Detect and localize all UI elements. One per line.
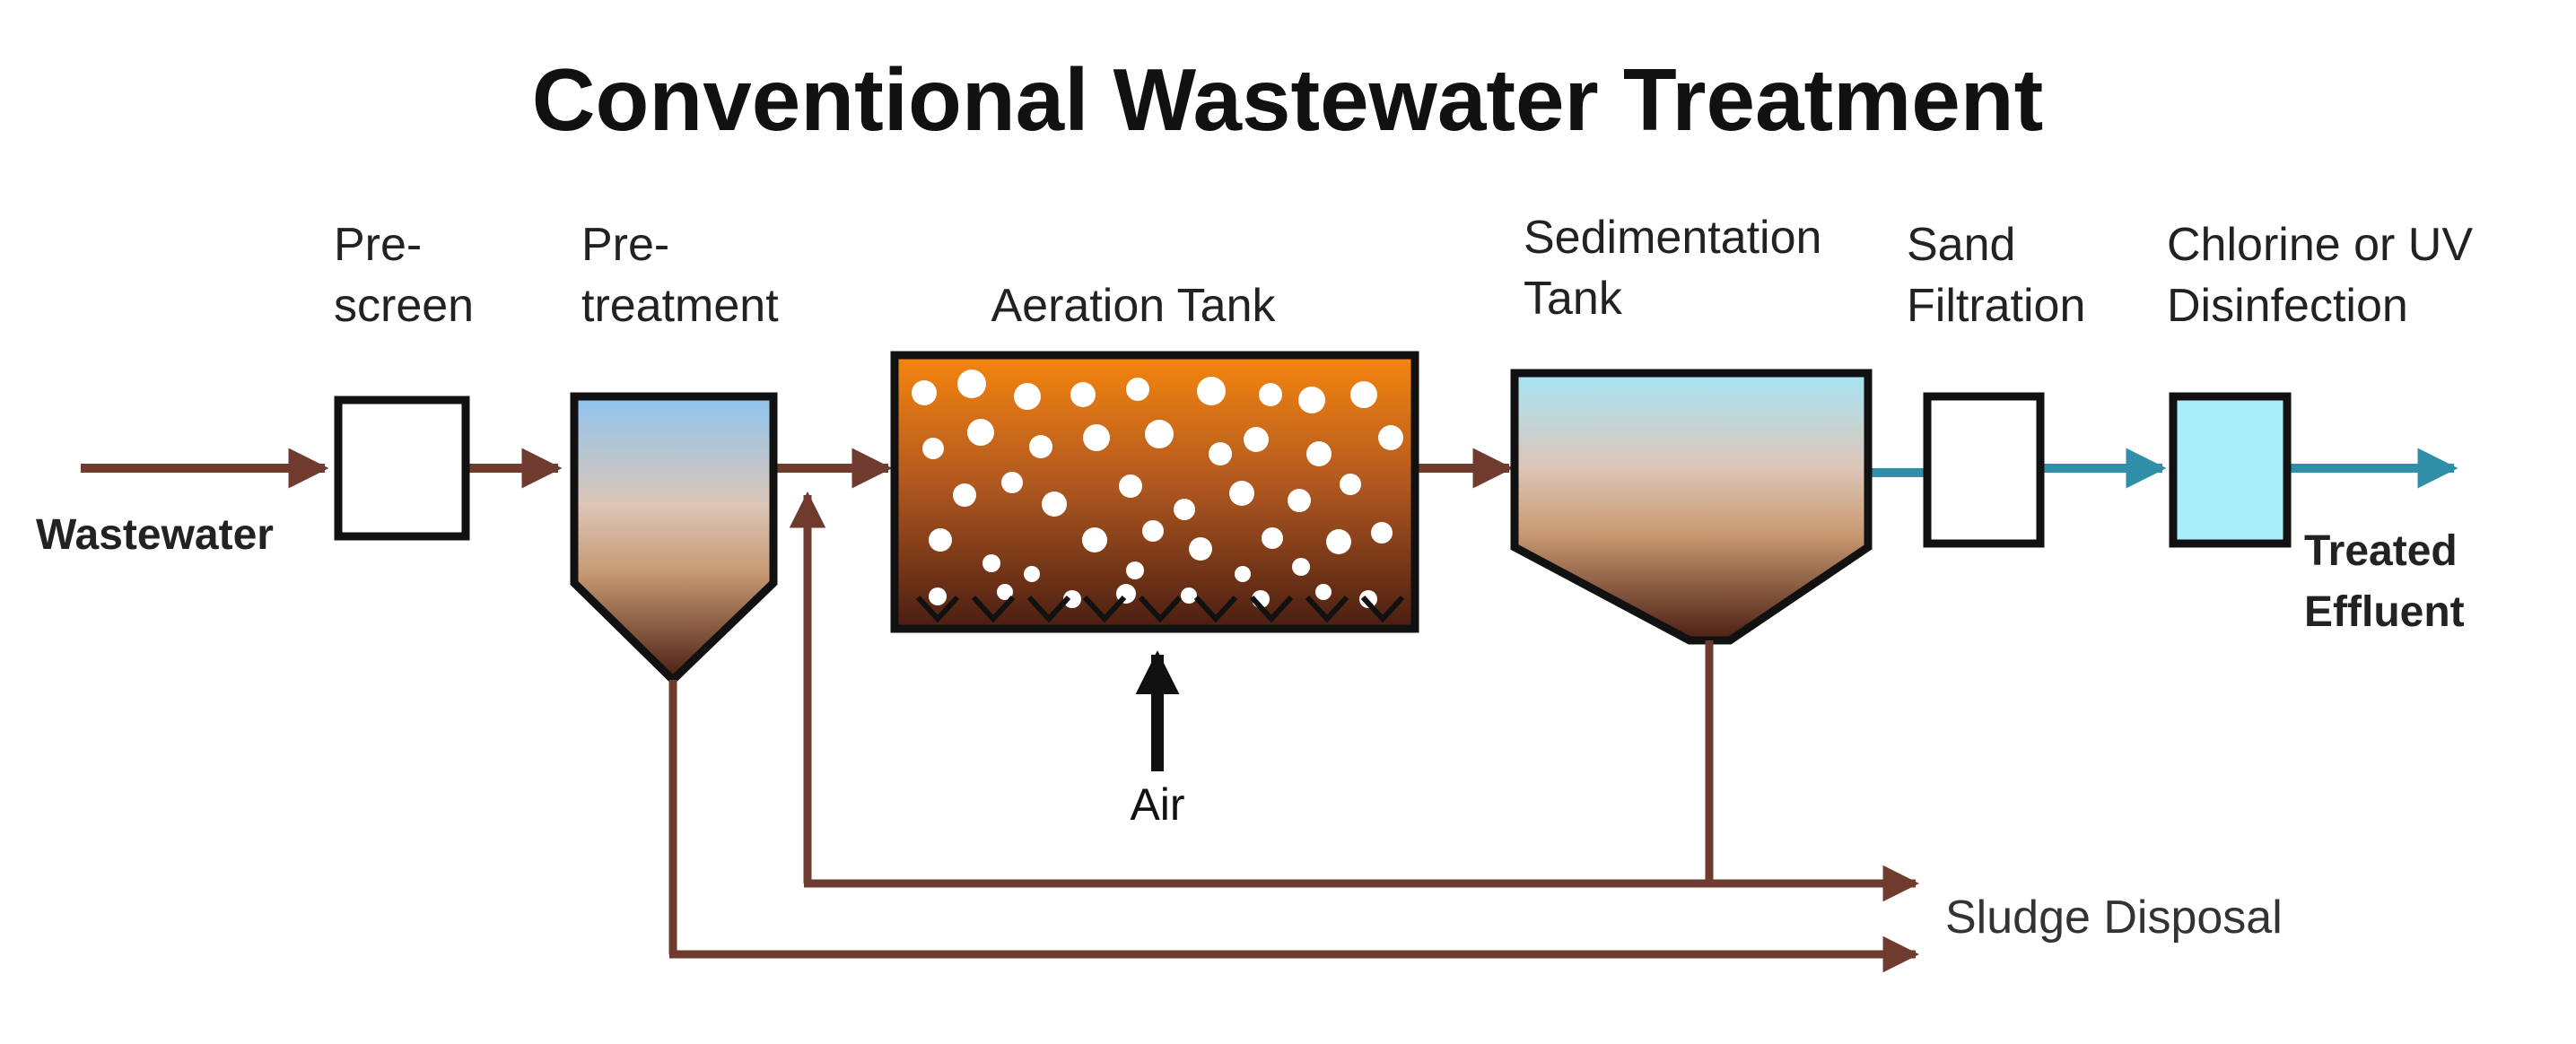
air-bubble-icon bbox=[1340, 474, 1361, 495]
air-bubble-icon bbox=[1229, 481, 1254, 506]
air-bubble-icon bbox=[1378, 425, 1403, 450]
air-bubble-icon bbox=[1126, 561, 1144, 579]
air-bubble-icon bbox=[997, 584, 1013, 600]
air-bubble-icon bbox=[1174, 499, 1195, 520]
air-bubble-icon bbox=[957, 370, 986, 398]
diffuser-icon bbox=[1138, 595, 1183, 623]
disinfection-label-line2: Disinfection bbox=[2167, 280, 2408, 332]
diffuser-icon bbox=[1082, 595, 1127, 623]
air-bubble-icon bbox=[1070, 382, 1096, 407]
air-bubble-icon bbox=[1298, 387, 1325, 413]
diffuser-icon bbox=[915, 595, 960, 623]
air-bubble-icon bbox=[1259, 383, 1282, 406]
sand-filtration-unit bbox=[1923, 392, 2045, 548]
air-bubble-icon bbox=[1189, 537, 1212, 561]
air-bubble-icon bbox=[982, 554, 1000, 572]
air-bubble-icon bbox=[1371, 522, 1393, 544]
treated-effluent-label-line2: Effluent bbox=[2304, 588, 2465, 636]
air-bubble-icon bbox=[1244, 427, 1269, 452]
air-bubble-icon bbox=[929, 587, 947, 605]
air-bubble-icon bbox=[912, 370, 1403, 608]
air-bubble-icon bbox=[1288, 489, 1311, 512]
aeration-tank bbox=[890, 351, 1419, 633]
air-label: Air bbox=[1130, 779, 1184, 830]
air-bubble-icon bbox=[1001, 472, 1023, 493]
air-bubble-icon bbox=[1197, 377, 1226, 405]
air-bubble-icon bbox=[1181, 587, 1197, 604]
sedimentation-label-line1: Sedimentation bbox=[1524, 212, 1821, 264]
air-bubble-icon bbox=[1024, 566, 1040, 582]
air-bubble-icon bbox=[1326, 529, 1351, 554]
air-bubble-icon bbox=[912, 380, 937, 405]
air-bubble-icon bbox=[1063, 590, 1081, 608]
prescreen-label-line2: screen bbox=[334, 280, 474, 332]
diffuser-icon bbox=[915, 595, 1405, 623]
sedimentation-tank bbox=[1510, 369, 1873, 645]
air-bubble-icon bbox=[1029, 435, 1052, 458]
air-bubble-icon bbox=[953, 483, 976, 507]
prescreen-unit bbox=[334, 396, 470, 541]
air-bubble-icon bbox=[1359, 590, 1377, 608]
pretreatment-label-line1: Pre- bbox=[581, 219, 669, 271]
air-bubble-icon bbox=[1083, 424, 1110, 451]
air-bubble-icon bbox=[1209, 442, 1232, 465]
diffuser-icon bbox=[1193, 595, 1238, 623]
treated-effluent-label-line1: Treated bbox=[2304, 527, 2458, 575]
air-bubble-icon bbox=[1042, 492, 1067, 517]
air-bubble-icon bbox=[929, 528, 952, 552]
air-bubble-icon bbox=[922, 438, 944, 459]
air-bubble-icon bbox=[1145, 420, 1174, 448]
air-bubble-icon bbox=[1262, 527, 1283, 549]
air-bubble-icon bbox=[1082, 527, 1107, 552]
disinfection-unit bbox=[2169, 392, 2292, 548]
aeration-tank-label: Aeration Tank bbox=[991, 280, 1276, 332]
sand-filtration-label-line1: Sand bbox=[1907, 219, 2015, 271]
air-bubble-icon bbox=[1292, 558, 1310, 576]
air-bubble-icon bbox=[1350, 381, 1377, 408]
pretreatment-tank bbox=[570, 392, 778, 686]
diffuser-icon bbox=[1360, 595, 1405, 623]
sedimentation-label-line2: Tank bbox=[1524, 273, 1623, 325]
air-bubble-icon bbox=[1235, 566, 1251, 582]
air-bubble-icon bbox=[1014, 383, 1041, 410]
prescreen-label-line1: Pre- bbox=[334, 219, 422, 271]
air-bubble-icon bbox=[1306, 441, 1332, 466]
air-bubble-icon bbox=[1126, 378, 1149, 401]
wastewater-input-label: Wastewater bbox=[36, 511, 274, 559]
diffuser-icon bbox=[1305, 595, 1349, 623]
sludge-disposal-label: Sludge Disposal bbox=[1945, 892, 2283, 944]
air-bubble-icon bbox=[967, 419, 994, 446]
sand-filtration-label-line2: Filtration bbox=[1907, 280, 2085, 332]
diagram-title: Conventional Wastewater Treatment bbox=[532, 50, 2044, 149]
pretreatment-label-line2: treatment bbox=[581, 280, 779, 332]
diffuser-icon bbox=[1249, 595, 1294, 623]
air-bubble-icon bbox=[1119, 474, 1142, 498]
disinfection-label-line1: Chlorine or UV bbox=[2167, 219, 2473, 271]
air-bubble-icon bbox=[1315, 584, 1332, 600]
diffuser-icon bbox=[971, 595, 1016, 623]
air-bubble-icon bbox=[1142, 520, 1164, 542]
diffuser-icon bbox=[1026, 595, 1071, 623]
